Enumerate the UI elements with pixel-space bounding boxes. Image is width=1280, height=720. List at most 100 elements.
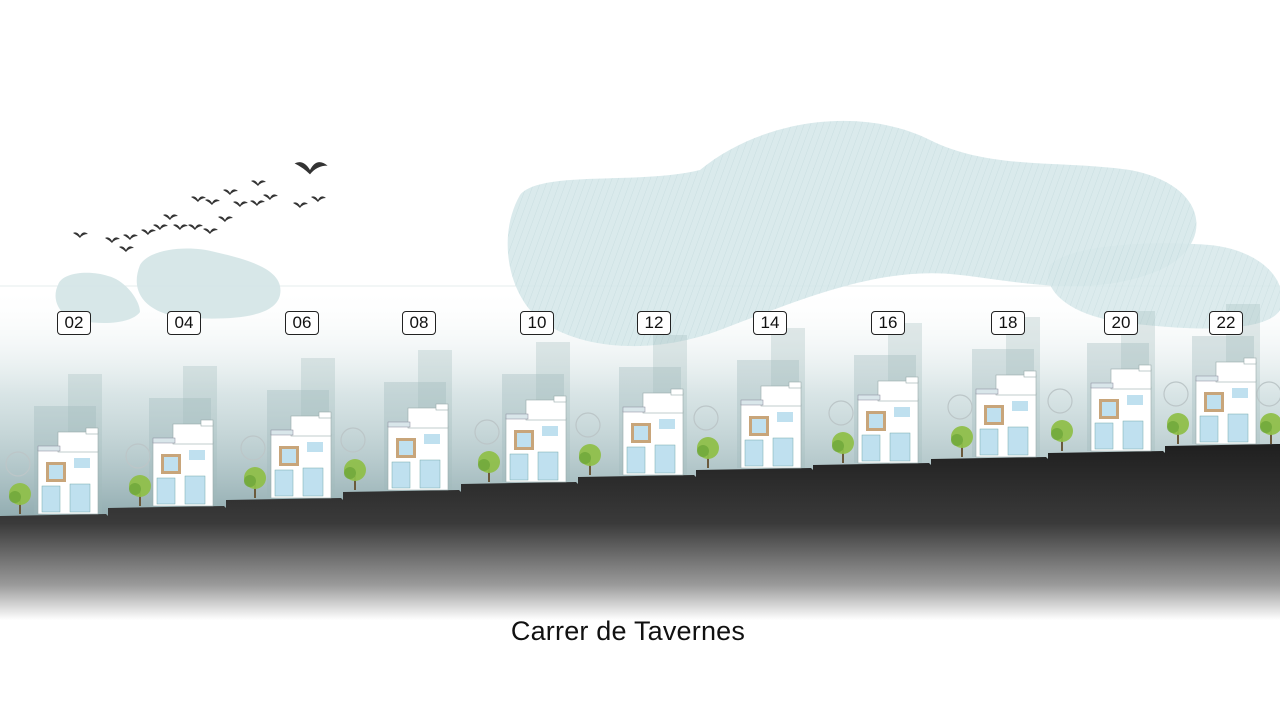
house-upper-window — [634, 426, 648, 440]
house-ground-window — [419, 459, 441, 489]
tree-trunk — [254, 484, 256, 498]
house-roof-box — [318, 411, 332, 419]
tree — [828, 400, 854, 463]
house-ground-window — [274, 469, 294, 497]
bird — [119, 246, 134, 252]
house-upper-block — [760, 385, 802, 407]
house-railing — [37, 445, 61, 452]
bird — [141, 229, 156, 235]
house-ground-window — [861, 434, 881, 462]
tree-canopy-shade — [1051, 428, 1063, 440]
tree — [125, 443, 151, 506]
house-ground-window — [537, 451, 559, 481]
plot-number-label-02: 02 — [57, 311, 91, 335]
sketch-tree — [1047, 388, 1073, 414]
house-row — [37, 357, 1257, 515]
plot-number-label-18: 18 — [991, 311, 1025, 335]
house-upper-block — [1215, 361, 1257, 383]
house-small-window — [307, 442, 323, 452]
house-small-window — [777, 412, 793, 422]
plot-number-label-08: 08 — [402, 311, 436, 335]
bird — [173, 224, 188, 230]
house-upper-window — [164, 457, 178, 471]
tree-trunk — [139, 492, 141, 506]
house-ground-window — [509, 453, 529, 481]
tree-canopy-shade — [9, 491, 21, 503]
tree-canopy-shade — [1260, 421, 1272, 433]
house-06 — [270, 411, 332, 499]
plot-number-label-20: 20 — [1104, 311, 1138, 335]
tree-row — [5, 381, 1280, 514]
plot-number-label-12: 12 — [637, 311, 671, 335]
tree-canopy-shade — [832, 440, 844, 452]
tree-canopy-shade — [478, 459, 490, 471]
tree-canopy-shade — [951, 434, 963, 446]
house-ground-window — [654, 444, 676, 474]
tree-trunk — [354, 476, 356, 490]
tree-trunk — [961, 443, 963, 457]
house-roof-box — [1243, 357, 1257, 365]
sketch-tree — [828, 400, 854, 426]
tree — [1047, 388, 1073, 451]
tree — [5, 451, 31, 514]
tree-canopy-shade — [1167, 421, 1179, 433]
bird — [153, 224, 168, 230]
house-upper-window — [282, 449, 296, 463]
tree — [474, 419, 500, 482]
house-roof-box — [905, 376, 919, 384]
tree — [240, 435, 266, 498]
sketch-tree — [240, 435, 266, 461]
sketch-tree — [947, 394, 973, 420]
house-04 — [152, 419, 214, 507]
bird — [263, 194, 278, 200]
house-small-window — [74, 458, 90, 468]
house-roof-box — [670, 388, 684, 396]
sketch-tree — [575, 412, 601, 438]
house-upper-block — [57, 431, 99, 453]
house-ground-window — [889, 432, 911, 462]
plot-number-label-06: 06 — [285, 311, 319, 335]
house-upper-block — [995, 374, 1037, 396]
tree-trunk — [589, 461, 591, 475]
house-upper-block — [642, 392, 684, 414]
house-roof-box — [1138, 364, 1152, 372]
plot-number-label-04: 04 — [167, 311, 201, 335]
small-cloud-left — [55, 272, 140, 323]
bird — [191, 196, 206, 202]
bird — [233, 201, 248, 207]
house-roof-box — [200, 419, 214, 427]
house-ground-window — [1007, 426, 1029, 456]
bird — [251, 180, 266, 186]
house-ground-window — [1227, 413, 1249, 443]
right-cloud — [1048, 243, 1280, 329]
plot-number-label-14: 14 — [753, 311, 787, 335]
tree-trunk — [1177, 430, 1179, 444]
house-upper-window — [869, 414, 883, 428]
house-08 — [387, 403, 449, 491]
house-14 — [740, 381, 802, 469]
house-small-window — [1127, 395, 1143, 405]
house-small-window — [659, 419, 675, 429]
house-upper-window — [1102, 402, 1116, 416]
sketch-tree — [5, 451, 31, 477]
house-ground-window — [1122, 420, 1144, 450]
bird — [203, 228, 218, 234]
bird — [311, 196, 326, 202]
plot-number-label-10: 10 — [520, 311, 554, 335]
tree-canopy-shade — [579, 452, 591, 464]
tree-canopy-shade — [244, 475, 256, 487]
house-small-window — [189, 450, 205, 460]
sketch-tree — [693, 405, 719, 431]
house-upper-block — [877, 380, 919, 402]
house-upper-window — [987, 408, 1001, 422]
house-small-window — [1012, 401, 1028, 411]
house-roof-box — [788, 381, 802, 389]
house-ground-window — [1199, 415, 1219, 443]
house-ground-window — [1094, 422, 1114, 450]
tree — [947, 394, 973, 457]
house-small-window — [1232, 388, 1248, 398]
house-small-window — [894, 407, 910, 417]
house-upper-block — [172, 423, 214, 445]
house-upper-window — [399, 441, 413, 455]
